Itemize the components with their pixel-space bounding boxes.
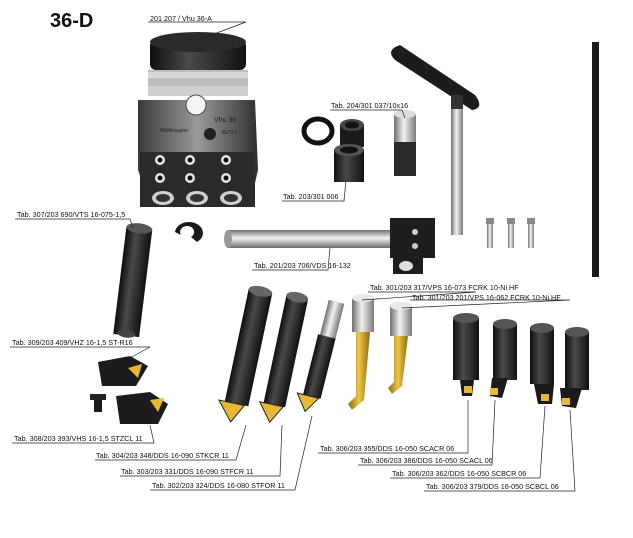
label-scacl: Tab. 306/203 386/DDS 16-050 SCACL 06 [360, 456, 493, 465]
clamp-vhs [90, 392, 168, 424]
label-scbcl: Tab. 306/203 379/DDS 16-050 SCBCL 06 [426, 482, 559, 491]
bar-scacl [490, 319, 517, 398]
label-stfor: Tab. 302/203 324/DDS 16-080 STFOR 11 [152, 481, 285, 490]
bushing-set [301, 110, 416, 182]
label-main-head: 201 207 / Vhu 36-A [150, 14, 212, 23]
head-brand-engraving: Wohlhaupter [160, 128, 189, 134]
label-stfcr: Tab. 303/203 331/DDS 16-090 STFCR 11 [121, 467, 254, 476]
c-ring [175, 222, 203, 242]
bar-stfcr [258, 291, 309, 424]
bar-scbcr [530, 323, 554, 404]
clamp-vhz [98, 356, 148, 386]
long-bar [592, 42, 599, 277]
label-scacr: Tab. 306/203 355/DDS 16-050 SCACR 06 [320, 444, 455, 453]
label-bar-holder: Tab. 307/203 690/VTS 16-075-1,5 [17, 210, 126, 219]
label-vps-073: Tab. 301/203 317/VPS 16-073 FCRK 10-Ni H… [370, 283, 519, 292]
bar-vps-073 [348, 294, 374, 410]
tube-holder [113, 223, 153, 338]
hex-key [391, 45, 480, 235]
label-boring-bar: Tab. 201/203 706/VDS 16-132 [254, 261, 351, 270]
bar-vps-062 [388, 302, 412, 394]
bar-stkcr [218, 285, 273, 423]
label-vhs: Tab. 308/203 393/VHS 16-1,5 STZCL 11 [14, 434, 143, 443]
label-hex-key: Tab. 204/301 037/10x16 [331, 101, 409, 110]
bar-scbcl [560, 327, 589, 408]
label-vhz: Tab. 309/203 409/VHZ 16-1,5 ST-R16 [12, 338, 133, 347]
label-vps-062: Tab. 301/203 201/VPS 16-062 FCRK 10-Ni H… [412, 293, 561, 302]
bar-stfor [296, 299, 345, 413]
label-stkcr: Tab. 304/203 348/DDS 16-090 STKCR 11 [96, 451, 229, 460]
horizontal-bar [224, 218, 435, 274]
head-model-engraving: Vhu 36 [214, 117, 236, 124]
label-scbcr: Tab. 306/203 362/DDS 16-050 SCBCR 06 [392, 469, 527, 478]
boring-head [138, 32, 258, 207]
label-bushings: Tab. 203/301 006 [283, 192, 339, 201]
bar-scacr [453, 313, 479, 396]
head-serial-engraving: 8673 L [222, 130, 238, 136]
leader-lines [10, 21, 576, 492]
page-title: 36-D [50, 10, 94, 32]
screw-set [486, 218, 535, 248]
